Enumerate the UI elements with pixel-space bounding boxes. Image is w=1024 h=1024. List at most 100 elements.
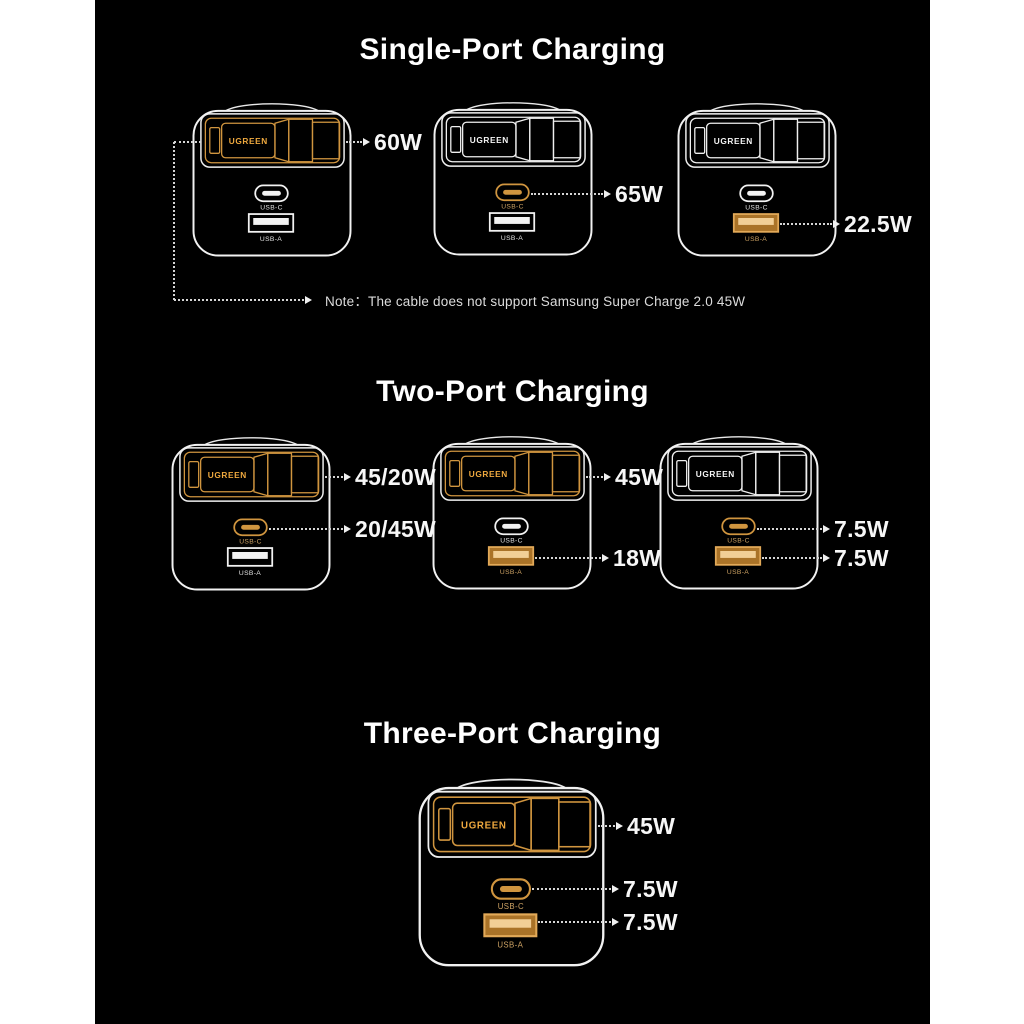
ugreen-logo: UGREEN (229, 136, 268, 146)
callout-7-5w-c: 7.5W (532, 875, 678, 903)
dotted-leader-line (532, 888, 611, 890)
dotted-leader-line (586, 476, 603, 478)
wattage-label: 18W (613, 544, 662, 571)
arrow-icon (604, 190, 611, 198)
wattage-label: 65W (615, 180, 664, 207)
usb-c-port: USB-C (233, 518, 268, 546)
usb-a-port: USB-A (487, 546, 535, 576)
usb-c-label: USB-C (745, 205, 768, 212)
wattage-label: 7.5W (623, 875, 678, 902)
usb-a-port: USB-A (247, 213, 295, 243)
usb-c-label: USB-C (727, 538, 750, 545)
arrow-icon (823, 554, 830, 562)
ugreen-logo: UGREEN (470, 135, 509, 145)
dotted-leader-line (538, 921, 611, 923)
retractable-plug-icon (449, 451, 580, 496)
callout-60w: 60W (346, 128, 422, 156)
callout-7-5w-c: 7.5W (757, 515, 889, 543)
section-title-single-port: Single-Port Charging (359, 33, 666, 66)
usb-a-label: USB-A (727, 569, 749, 576)
usb-a-port: USB-A (226, 547, 274, 577)
usb-c-port: USB-C (721, 517, 756, 545)
wattage-label: 45W (615, 463, 664, 490)
wattage-label: 45W (627, 812, 676, 839)
usb-c-label: USB-C (498, 902, 524, 911)
arrow-icon (612, 918, 619, 926)
dotted-leader-line (174, 299, 304, 301)
usb-c-port: USB-C (495, 183, 530, 211)
callout-7-5w-a: 7.5W (538, 908, 678, 936)
wattage-label: 20/45W (355, 515, 437, 542)
dotted-leader-line (531, 193, 603, 195)
charger-illustration-two-2: UGREEN USB-C USB-A (432, 436, 592, 590)
usb-a-port: USB-A (488, 212, 536, 242)
charger-illustration-single-2: UGREEN USB-C USB-A (433, 102, 593, 256)
section-title-two-port: Two-Port Charging (376, 375, 649, 408)
arrow-icon (344, 525, 351, 533)
arrow-icon (612, 885, 619, 893)
usb-c-label: USB-C (501, 204, 524, 211)
wattage-label: 7.5W (834, 515, 889, 542)
charger-illustration-three-1: UGREEN USB-C USB-A (418, 778, 605, 967)
dotted-leader-line (535, 557, 601, 559)
dotted-leader-line (269, 528, 343, 530)
wattage-label: 60W (374, 128, 423, 155)
retractable-plug-icon (676, 451, 807, 496)
usb-a-port: USB-A (732, 213, 780, 243)
ugreen-logo: UGREEN (208, 470, 247, 480)
ugreen-logo: UGREEN (714, 136, 753, 146)
dotted-leader-line (325, 476, 343, 478)
ugreen-logo: UGREEN (461, 820, 507, 831)
usb-c-label: USB-C (239, 539, 262, 546)
retractable-plug-icon (438, 797, 591, 852)
usb-c-port: USB-C (494, 517, 529, 545)
dotted-leader-line (757, 528, 822, 530)
callout-45-20w: 45/20W (325, 463, 436, 491)
note-leader-vertical (173, 142, 175, 300)
arrow-icon (823, 525, 830, 533)
arrow-icon (363, 138, 370, 146)
callout-22-5w: 22.5W (780, 210, 912, 238)
usb-a-port: USB-A (714, 546, 762, 576)
wattage-label: 45/20W (355, 463, 437, 490)
arrow-icon (833, 220, 840, 228)
usb-a-label: USB-A (745, 236, 767, 243)
note-text: Note：The cable does not support Samsung … (325, 294, 746, 309)
charger-illustration-two-1: UGREEN USB-C USB-A (171, 437, 331, 591)
retractable-plug-icon (188, 452, 319, 497)
arrow-icon (616, 822, 623, 830)
usb-c-label: USB-C (500, 538, 523, 545)
usb-a-label: USB-A (497, 940, 523, 949)
usb-a-label: USB-A (500, 569, 522, 576)
arrow-icon (602, 554, 609, 562)
note-callout: Note：The cable does not support Samsung … (174, 287, 745, 313)
charger-illustration-single-1: UGREEN USB-C USB-A (192, 103, 352, 257)
usb-a-label: USB-A (239, 570, 261, 577)
ugreen-logo: UGREEN (469, 469, 508, 479)
callout-45w: 45W (586, 463, 663, 491)
cable-tray-outer (200, 113, 345, 168)
charger-body-outline (192, 109, 352, 257)
retractable-plug-icon (450, 117, 581, 162)
note-leader-horizontal (174, 141, 201, 143)
usb-a-label: USB-A (260, 236, 282, 243)
usb-a-port: USB-A (483, 913, 538, 950)
section-title-three-port: Three-Port Charging (363, 717, 662, 750)
usb-a-label: USB-A (501, 235, 523, 242)
usb-c-label: USB-C (260, 205, 283, 212)
retractable-plug-icon (209, 118, 340, 163)
wattage-label: 7.5W (834, 544, 889, 571)
dotted-leader-line (762, 557, 822, 559)
callout-20-45w: 20/45W (269, 515, 436, 543)
arrow-icon (305, 296, 312, 304)
retractable-plug-icon (694, 118, 825, 163)
wattage-label: 22.5W (844, 210, 912, 237)
dotted-leader-line (780, 223, 832, 225)
callout-45w-cable: 45W (598, 812, 675, 840)
plug-dome-outline (225, 103, 319, 112)
cable-tray-inner (204, 117, 341, 164)
dotted-leader-line (598, 825, 615, 827)
callout-7-5w-a: 7.5W (762, 544, 889, 572)
ugreen-logo: UGREEN (696, 469, 735, 479)
